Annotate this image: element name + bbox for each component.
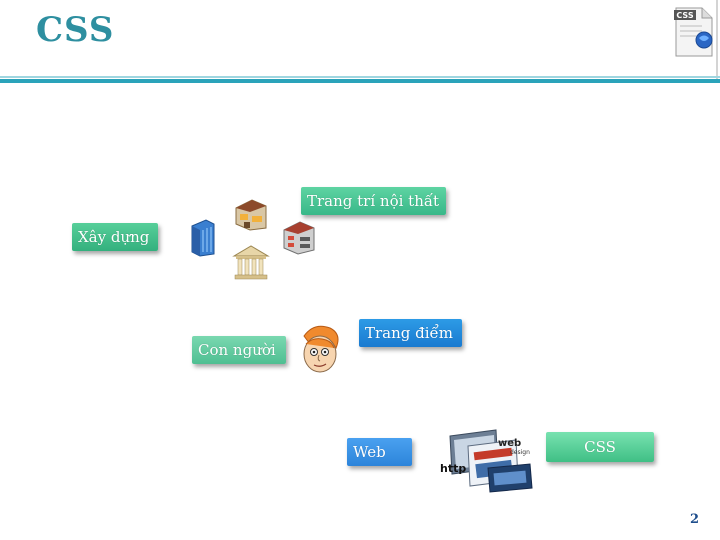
- web-design-word-design: design: [510, 449, 530, 456]
- header-rule: [0, 79, 720, 83]
- http-text: http: [440, 462, 466, 475]
- tag-makeup: Trang điểm: [359, 319, 462, 347]
- slide-title: CSS: [36, 10, 115, 50]
- office-building-icon: [191, 219, 215, 257]
- tag-web: Web: [347, 438, 412, 466]
- header-thin-rule: [0, 76, 720, 78]
- web-design-word-web: web: [498, 438, 521, 449]
- shop-building-icon: [235, 199, 267, 231]
- cartoon-face-icon: [303, 325, 339, 373]
- hotel-building-icon: [283, 221, 315, 255]
- header-right-divider: [716, 0, 718, 80]
- tag-people: Con người: [192, 336, 286, 364]
- tag-construction: Xây dựng: [72, 223, 158, 251]
- bank-building-icon: [232, 245, 270, 280]
- css-file-icon-label: CSS: [676, 11, 693, 20]
- tag-css: CSS: [546, 432, 654, 462]
- css-file-icon: CSS: [674, 7, 713, 57]
- page-number: 2: [690, 512, 700, 527]
- tag-interior-decoration: Trang trí nội thất: [301, 187, 446, 215]
- web-design-illustration: web design http: [440, 429, 533, 493]
